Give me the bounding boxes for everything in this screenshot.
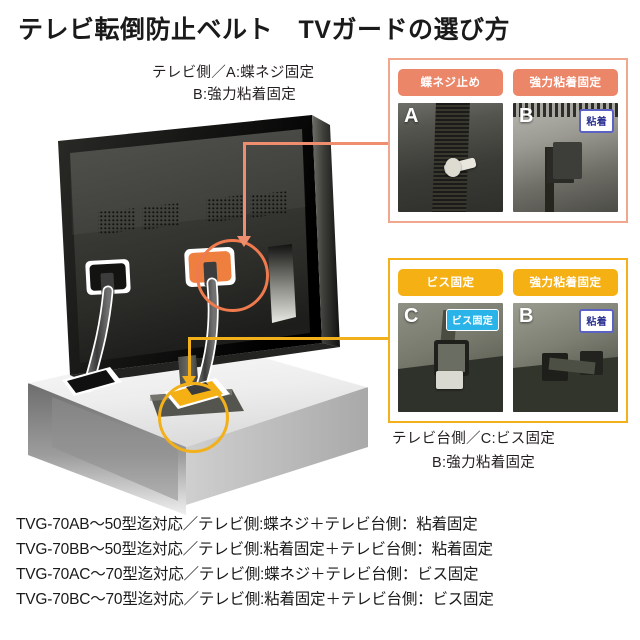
photo-column-c: ビス固定 C ビス固定 bbox=[398, 269, 503, 412]
annotation-tv-side-line1: テレビ側／A:蝶ネジ固定 bbox=[152, 65, 315, 81]
product-line: TVG-70AC〜70型迄対応／テレビ側:蝶ネジ＋テレビ台側：ビス固定 bbox=[16, 566, 479, 583]
product-line: TVG-70AB〜50型迄対応／テレビ側:蝶ネジ＋テレビ台側：粘着固定 bbox=[16, 516, 478, 533]
belt-anchor-tv-left bbox=[85, 259, 131, 296]
photo-letter-b-top: B bbox=[519, 105, 534, 127]
photo-label-adhesive-bottom: 強力粘着固定 bbox=[513, 269, 618, 296]
product-model-list: TVG-70AB〜50型迄対応／テレビ側:蝶ネジ＋テレビ台側：粘着固定 TVG-… bbox=[16, 512, 632, 612]
photo-column-b-bottom: 強力粘着固定 B 粘着 bbox=[513, 269, 618, 412]
leader-line-stand-vertical bbox=[188, 337, 191, 381]
photo-panel-tv-side: 蝶ネジ止め A 強力粘着固定 B 粘着 bbox=[388, 58, 628, 223]
page-title: テレビ転倒防止ベルト TVガードの選び方 bbox=[18, 16, 510, 44]
photo-adhesive-b-top: B 粘着 bbox=[513, 103, 618, 212]
photo-badge-adhesive-bottom: 粘着 bbox=[579, 309, 614, 333]
clip-graphic bbox=[552, 142, 583, 180]
photo-panel-stand-side: ビス固定 C ビス固定 強力粘着固定 B 粘着 bbox=[388, 258, 628, 423]
screw-bracket-graphic bbox=[435, 370, 464, 390]
photo-column-a: 蝶ネジ止め A bbox=[398, 69, 503, 212]
photo-letter-b-bottom: B bbox=[519, 305, 534, 327]
photo-adhesive-b-bottom: B 粘着 bbox=[513, 303, 618, 412]
annotation-stand-side-line2: B:強力粘着固定 bbox=[432, 455, 536, 471]
photo-label-thumbscrew: 蝶ネジ止め bbox=[398, 69, 503, 96]
tv-anchor-highlight-ring bbox=[196, 239, 269, 312]
thumbscrew-graphic bbox=[444, 151, 476, 182]
photo-badge-screw: ビス固定 bbox=[445, 309, 499, 331]
annotation-tv-side-line2: B:強力粘着固定 bbox=[193, 87, 297, 103]
photo-screw-c: C ビス固定 bbox=[398, 303, 503, 412]
photo-badge-adhesive-top: 粘着 bbox=[579, 109, 614, 133]
leader-arrow-stand bbox=[182, 376, 196, 387]
photo-column-b-top: 強力粘着固定 B 粘着 bbox=[513, 69, 618, 212]
photo-label-screw: ビス固定 bbox=[398, 269, 503, 296]
belt-graphic bbox=[544, 146, 554, 212]
leader-line-tv-vertical bbox=[243, 142, 246, 241]
vent-grilles bbox=[98, 191, 288, 235]
photo-thumbscrew-a: A bbox=[398, 103, 503, 212]
belt-anchor-stand-left bbox=[62, 367, 122, 396]
photo-label-adhesive-top: 強力粘着固定 bbox=[513, 69, 618, 96]
leader-line-tv-horizontal bbox=[243, 142, 393, 145]
stand-anchor-highlight-ring bbox=[158, 382, 229, 453]
product-line: TVG-70BB〜50型迄対応／テレビ側:粘着固定＋テレビ台側：粘着固定 bbox=[16, 541, 493, 558]
product-line: TVG-70BC〜70型迄対応／テレビ側:粘着固定＋テレビ台側：ビス固定 bbox=[16, 591, 494, 608]
photo-letter-a: A bbox=[404, 105, 419, 127]
leader-arrow-tv bbox=[237, 236, 251, 247]
annotation-stand-side-line1: テレビ台側／C:ビス固定 bbox=[392, 431, 556, 447]
photo-letter-c: C bbox=[404, 305, 419, 327]
leader-line-stand-horizontal bbox=[188, 337, 394, 340]
